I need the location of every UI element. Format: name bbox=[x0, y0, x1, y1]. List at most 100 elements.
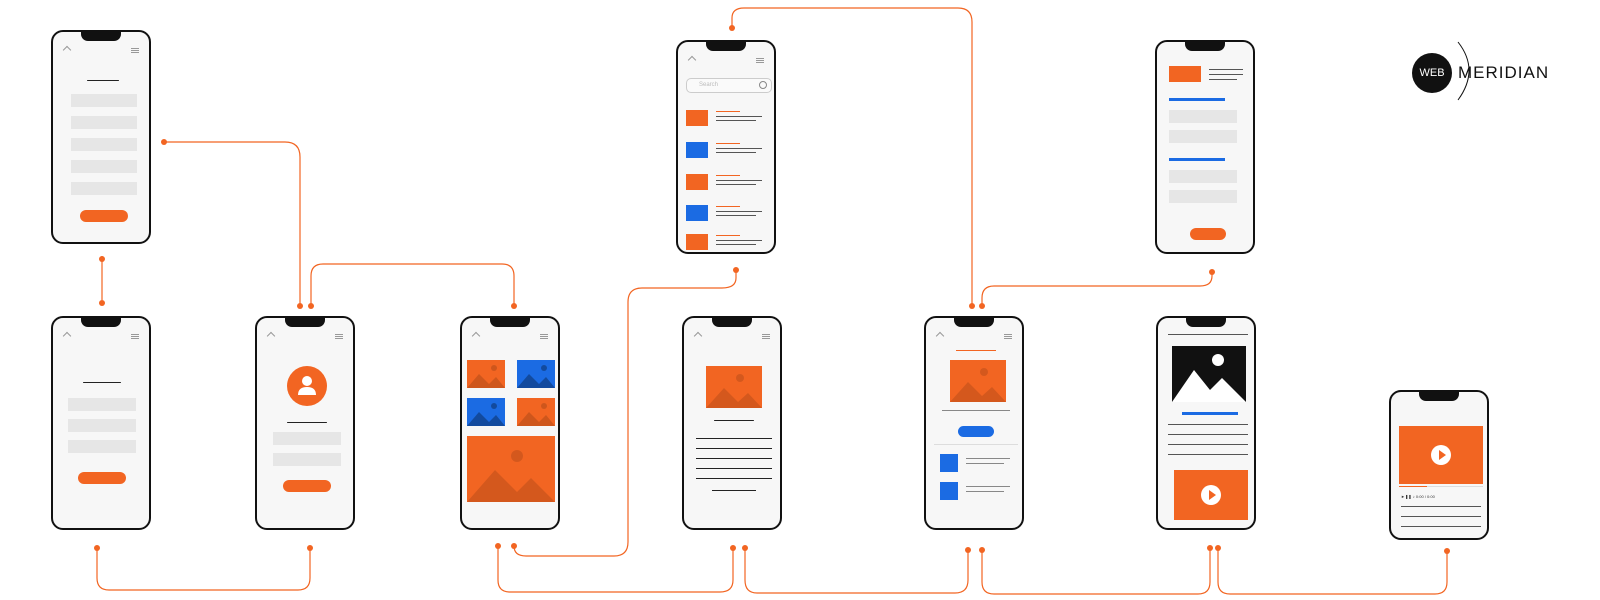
input-field[interactable] bbox=[68, 440, 136, 453]
home-icon bbox=[267, 332, 275, 340]
post-text bbox=[1168, 434, 1248, 435]
phone-search-results: Search bbox=[676, 40, 776, 254]
list-text bbox=[966, 491, 1004, 492]
article-text bbox=[696, 458, 772, 459]
connector-dot bbox=[99, 300, 105, 306]
connector-dot bbox=[511, 543, 517, 549]
input-field[interactable] bbox=[273, 432, 341, 445]
phone-notch bbox=[1185, 42, 1225, 51]
phone-notch bbox=[706, 42, 746, 51]
input-field[interactable] bbox=[71, 94, 137, 107]
header-text bbox=[1209, 74, 1243, 75]
connector-article-product bbox=[744, 548, 969, 594]
user-icon bbox=[298, 376, 316, 395]
image-icon[interactable] bbox=[467, 436, 555, 502]
action-button[interactable] bbox=[958, 426, 994, 437]
item-text bbox=[716, 148, 762, 149]
item-text bbox=[716, 211, 762, 212]
phone-notch bbox=[285, 318, 325, 327]
input-field[interactable] bbox=[1169, 130, 1237, 143]
player-controls[interactable]: ►❚❚ ♪ 0:00 / 0:00 bbox=[1401, 494, 1435, 499]
divider bbox=[934, 444, 1018, 445]
input-field[interactable] bbox=[71, 182, 137, 195]
phone-product bbox=[924, 316, 1024, 530]
connector-dot bbox=[297, 303, 303, 309]
image-icon[interactable] bbox=[517, 360, 555, 388]
connector-dot bbox=[511, 303, 517, 309]
section-header bbox=[1169, 98, 1225, 101]
input-field[interactable] bbox=[273, 453, 341, 466]
phone-media-post bbox=[1156, 316, 1256, 530]
image-icon[interactable] bbox=[467, 360, 505, 388]
connector-dot bbox=[1207, 545, 1213, 551]
menu-icon bbox=[131, 332, 139, 340]
list-text bbox=[966, 463, 1004, 464]
play-icon[interactable] bbox=[1431, 445, 1451, 465]
input-field[interactable] bbox=[68, 398, 136, 411]
phone-sign-in bbox=[51, 316, 151, 530]
image-icon bbox=[706, 366, 762, 408]
input-field[interactable] bbox=[1169, 110, 1237, 123]
post-text bbox=[1168, 444, 1248, 445]
item-title bbox=[716, 235, 740, 236]
play-pause-icon[interactable]: ►❚❚ bbox=[1401, 494, 1412, 499]
submit-button[interactable] bbox=[283, 480, 331, 492]
search-input[interactable]: Search bbox=[686, 78, 772, 93]
item-text bbox=[716, 240, 762, 241]
connector-profile-gallery bbox=[310, 263, 515, 306]
home-icon bbox=[688, 56, 696, 64]
phone-video-player: ►❚❚ ♪ 0:00 / 0:00 bbox=[1389, 390, 1489, 540]
menu-icon bbox=[756, 56, 764, 64]
input-field[interactable] bbox=[1169, 170, 1237, 183]
input-field[interactable] bbox=[68, 419, 136, 432]
item-text bbox=[716, 116, 762, 117]
menu-icon bbox=[1004, 332, 1012, 340]
item-title bbox=[716, 111, 740, 112]
phone-notch bbox=[81, 318, 121, 327]
input-field[interactable] bbox=[71, 160, 137, 173]
list-thumb[interactable] bbox=[940, 482, 958, 500]
item-text bbox=[716, 120, 756, 121]
article-text bbox=[712, 490, 756, 491]
logo-badge: WEB bbox=[1412, 53, 1452, 93]
input-field[interactable] bbox=[1169, 190, 1237, 203]
video-preview[interactable] bbox=[1174, 470, 1248, 520]
menu-icon bbox=[131, 46, 139, 54]
item-text bbox=[716, 215, 756, 216]
image-icon[interactable] bbox=[517, 398, 555, 426]
screen-title bbox=[87, 80, 119, 81]
save-button[interactable] bbox=[1190, 228, 1226, 240]
submit-button[interactable] bbox=[80, 210, 128, 222]
image-icon[interactable] bbox=[467, 398, 505, 426]
connector-dot bbox=[729, 25, 735, 31]
progress-bar[interactable] bbox=[1399, 486, 1483, 487]
connector-dot bbox=[161, 139, 167, 145]
image-icon bbox=[686, 234, 708, 250]
header-image bbox=[1169, 66, 1201, 82]
list-thumb[interactable] bbox=[940, 454, 958, 472]
brand-logo: WEB MERIDIAN bbox=[1412, 40, 1562, 101]
video-frame[interactable] bbox=[1399, 426, 1483, 484]
image-icon bbox=[950, 360, 1006, 402]
phone-article bbox=[682, 316, 782, 530]
item-title bbox=[716, 206, 740, 207]
input-field[interactable] bbox=[71, 138, 137, 151]
volume-icon[interactable]: ♪ bbox=[1412, 494, 1415, 499]
phone-notch bbox=[1419, 392, 1459, 401]
list-text bbox=[966, 486, 1010, 487]
connector-signin-profile bbox=[96, 548, 311, 591]
input-field[interactable] bbox=[71, 116, 137, 129]
article-text bbox=[696, 468, 772, 469]
connector-dot bbox=[979, 303, 985, 309]
item-title bbox=[716, 143, 740, 144]
connector-dot bbox=[733, 267, 739, 273]
connector-dot bbox=[1209, 269, 1215, 275]
post-title bbox=[1182, 412, 1238, 415]
submit-button[interactable] bbox=[78, 472, 126, 484]
progress-fill bbox=[1399, 486, 1427, 487]
search-icon[interactable] bbox=[759, 81, 767, 89]
image-icon bbox=[1172, 346, 1246, 402]
search-placeholder: Search bbox=[699, 82, 719, 88]
play-icon[interactable] bbox=[1201, 485, 1221, 505]
connector-dot bbox=[730, 545, 736, 551]
